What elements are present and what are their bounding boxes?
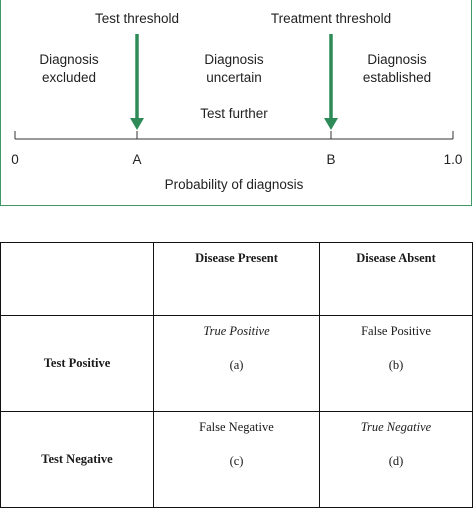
cell-true-positive: True Positive (a) [153, 315, 320, 412]
treatment-threshold-arrowhead [324, 118, 338, 130]
cell-true-positive-name: True Positive [203, 324, 270, 338]
cell-true-negative-name: True Negative [360, 420, 432, 434]
col-header-disease-present: Disease Present [153, 242, 320, 316]
region-uncertain-line2: uncertain [206, 70, 262, 85]
treatment-threshold-label: Treatment threshold [271, 11, 391, 26]
axis-title: Probability of diagnosis [165, 177, 304, 192]
axis-tick-label-0: 0 [11, 152, 19, 167]
col-header-disease-absent: Disease Absent [319, 242, 473, 316]
region-uncertain-line1: Diagnosis [204, 52, 264, 67]
cell-false-negative-name: False Negative [199, 420, 274, 434]
test-threshold-label: Test threshold [95, 11, 179, 26]
cell-true-positive-letter: (a) [229, 358, 244, 372]
test-threshold-arrowhead [130, 118, 144, 130]
cell-false-positive-letter: (b) [388, 358, 404, 372]
cell-false-negative: False Negative (c) [153, 411, 320, 508]
region-established-line2: established [363, 70, 431, 85]
table-row-test-positive: Test Positive True Positive (a) False Po… [0, 315, 473, 412]
threshold-diagram-svg: Test threshold Treatment threshold Diagn… [11, 11, 463, 192]
axis-tick-label-b: B [326, 152, 335, 167]
table-row-test-negative: Test Negative False Negative (c) True Ne… [0, 411, 473, 508]
region-excluded-line1: Diagnosis [39, 52, 99, 67]
region-established-line1: Diagnosis [367, 52, 427, 67]
region-excluded-line2: excluded [42, 70, 96, 85]
test-further-label: Test further [200, 106, 268, 121]
threshold-diagram: Test threshold Treatment threshold Diagn… [0, 0, 472, 206]
row-header-test-positive: Test Positive [0, 315, 154, 412]
cell-true-negative-letter: (d) [388, 454, 404, 468]
cell-false-negative-letter: (c) [229, 454, 244, 468]
axis-tick-label-a: A [132, 152, 141, 167]
cell-false-positive-name: False Positive [361, 324, 431, 338]
axis-tick-label-1: 1.0 [444, 152, 463, 167]
contingency-table: Disease Present Disease Absent Test Posi… [0, 242, 473, 508]
table-corner-cell [0, 242, 154, 316]
row-header-test-negative: Test Negative [0, 411, 154, 508]
cell-true-negative: True Negative (d) [319, 411, 473, 508]
cell-false-positive: False Positive (b) [319, 315, 473, 412]
table-header-row: Disease Present Disease Absent [0, 242, 473, 316]
